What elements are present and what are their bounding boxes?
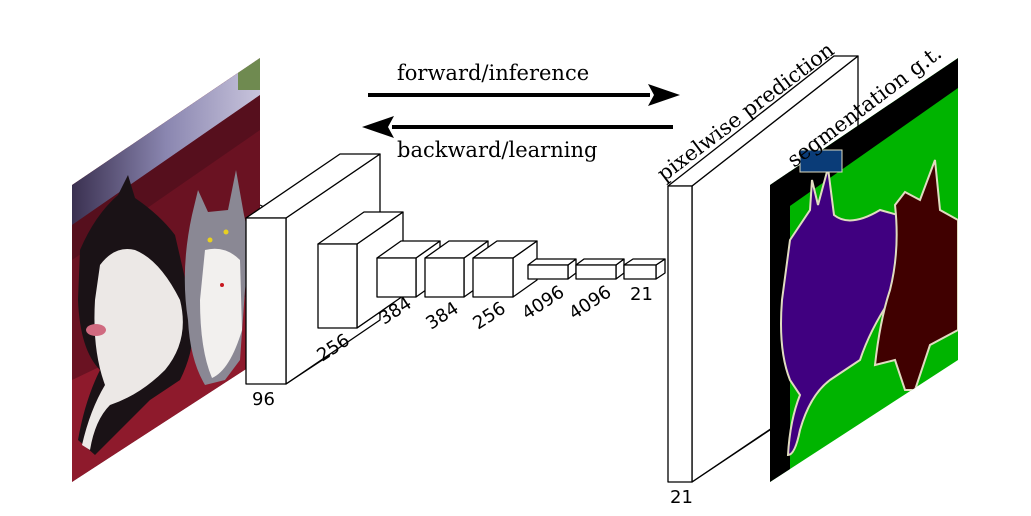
layer-volume-4096-b (575, 258, 625, 280)
layer-volume-4096-a (527, 258, 577, 280)
input-image (72, 58, 260, 482)
forward-label: forward/inference (397, 61, 589, 85)
guide-line (285, 354, 331, 385)
ground-truth-image (770, 58, 958, 482)
guide-line (356, 307, 387, 329)
forward-arrow (368, 84, 680, 106)
backward-label: backward/learning (397, 138, 597, 162)
layer-label: 384 (422, 298, 462, 334)
layer-label: 96 (252, 389, 275, 410)
layer-label: 21 (630, 284, 653, 305)
layer-label: 4096 (565, 282, 615, 325)
output-volume-label: 21 (670, 487, 693, 508)
projection-line (691, 429, 771, 483)
backward-arrow (362, 116, 673, 138)
layer-label: 256 (469, 298, 509, 334)
layer-volume-21 (623, 258, 666, 280)
ground-truth-highlight-box (799, 149, 843, 173)
layer-volume-256-b (472, 240, 538, 298)
